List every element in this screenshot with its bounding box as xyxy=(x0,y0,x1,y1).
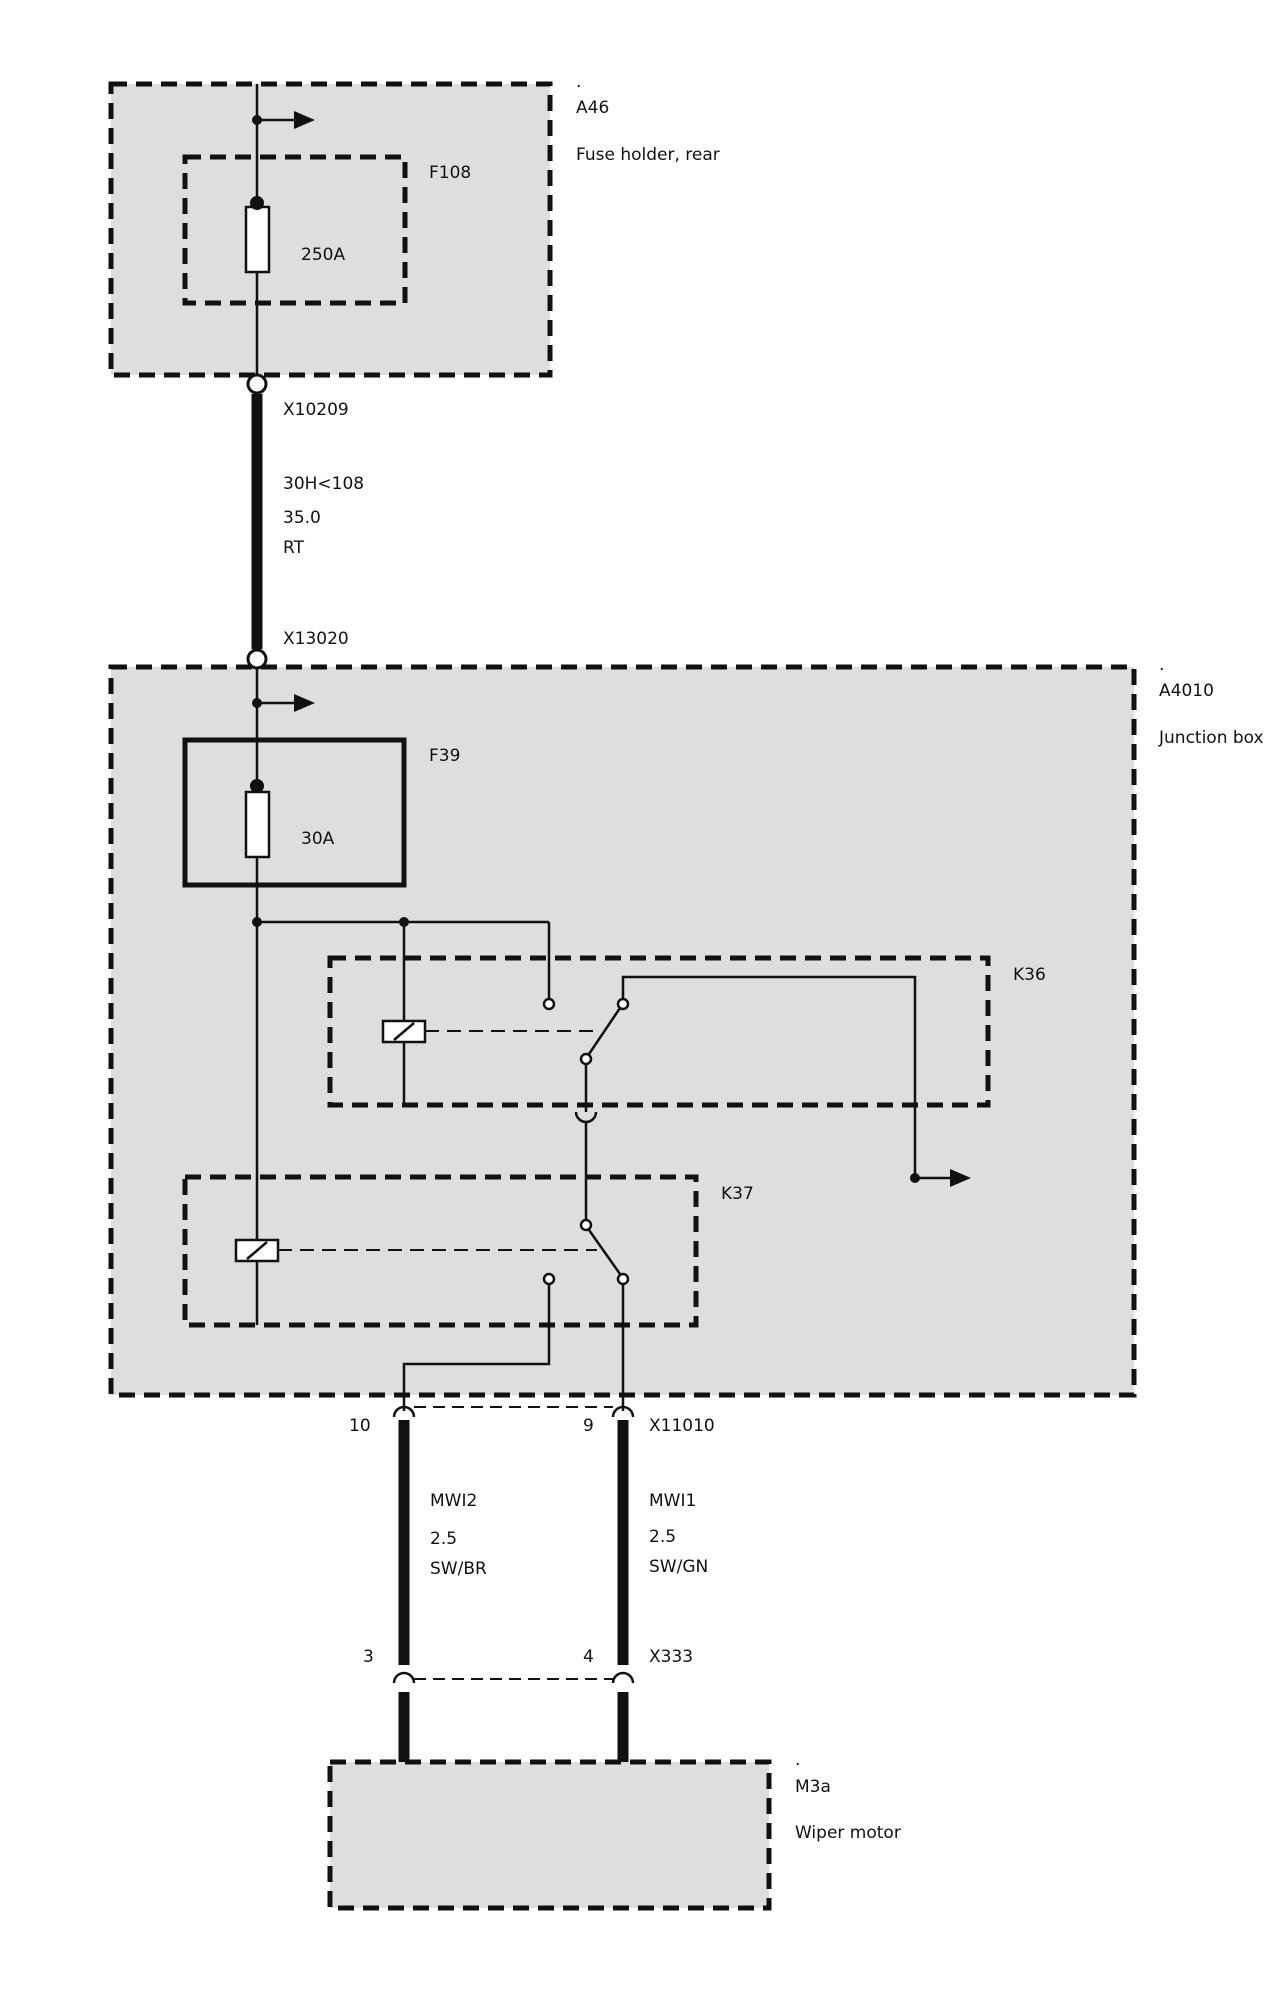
mwi1-size: 2.5 xyxy=(649,1527,676,1547)
a46-branch-arrow xyxy=(257,111,315,129)
k37-label: K37 xyxy=(721,1184,754,1204)
a46-label: A46 xyxy=(576,98,609,118)
k37-no-output-wire xyxy=(402,1284,551,1411)
k37-no-contact xyxy=(542,1272,556,1286)
x10209-terminal xyxy=(246,373,268,395)
k36-coil-symbol xyxy=(381,1019,427,1044)
x11010-pin-right: 9 xyxy=(583,1416,594,1436)
f108-label: F108 xyxy=(429,163,471,183)
main-feed-circuit: 30H<108 xyxy=(283,474,364,494)
f108-fuse-symbol xyxy=(244,196,271,274)
k36-box xyxy=(327,955,991,1108)
f39-label: F39 xyxy=(429,746,460,766)
k36-output-arrow xyxy=(915,1169,971,1187)
x333-pin-left: 3 xyxy=(363,1647,374,1667)
a4010-label: A4010 xyxy=(1159,681,1214,701)
x11010-label: X11010 xyxy=(649,1416,715,1436)
k36-switch-arm xyxy=(587,1007,622,1055)
x10209-label: X10209 xyxy=(283,400,349,420)
k37-nc-contact xyxy=(616,1272,630,1286)
a4010-dot: . xyxy=(1159,655,1164,675)
f39-rating: 30A xyxy=(301,829,335,849)
x333-pin4-socket xyxy=(611,1671,635,1684)
x11010-pin-left: 10 xyxy=(349,1416,371,1436)
k37-common-contact xyxy=(579,1218,593,1232)
f39-fuse-symbol xyxy=(244,779,271,859)
f39-fuse-block: F39 30A xyxy=(182,737,460,888)
m3a-name: Wiper motor xyxy=(795,1823,901,1843)
a46-fuse-holder: . A46 Fuse holder, rear F108 250A xyxy=(108,72,720,378)
mwi1-color: SW/GN xyxy=(649,1557,708,1577)
k36-label: K36 xyxy=(1013,965,1046,985)
m3a-box xyxy=(327,1759,772,1911)
k36-no-contact xyxy=(542,997,556,1011)
a4010-junction-box: . A4010 Junction box F39 30A K36 K37 xyxy=(108,655,1264,1398)
a46-dot: . xyxy=(576,72,581,92)
f108-rating: 250A xyxy=(301,245,345,265)
k37-switch-arm xyxy=(587,1229,622,1275)
k36-nc-contact xyxy=(616,997,630,1011)
mwi1-circuit: MWI1 xyxy=(649,1491,696,1511)
x333-label: X333 xyxy=(649,1647,693,1667)
a46-name: Fuse holder, rear xyxy=(576,145,720,165)
m3a-dot: . xyxy=(795,1750,800,1770)
f39-box xyxy=(182,737,407,888)
m3a-label: M3a xyxy=(795,1777,831,1797)
x11010-pin10-socket xyxy=(392,1405,416,1418)
f108-fuse-block: F108 250A xyxy=(182,154,471,306)
k37-box xyxy=(182,1174,699,1328)
x13020-terminal xyxy=(246,648,268,670)
a46-box xyxy=(108,81,553,378)
k37-relay: K37 xyxy=(182,1174,754,1328)
k36-common-contact xyxy=(579,1052,593,1066)
main-feed-color: RT xyxy=(283,538,305,558)
x333-pin3-socket xyxy=(392,1671,416,1684)
jb-branch-arrow xyxy=(257,694,315,712)
k36-output-wire xyxy=(621,975,917,1178)
f108-box xyxy=(182,154,408,306)
x13020-label: X13020 xyxy=(283,629,349,649)
x11010-connector: 10 9 X11010 xyxy=(349,1405,715,1436)
m3a-wiper-motor: . M3a Wiper motor xyxy=(327,1750,901,1911)
k37-coil-symbol xyxy=(234,1238,280,1263)
x333-pin-right: 4 xyxy=(583,1647,594,1667)
x11010-pin9-socket xyxy=(611,1405,635,1418)
mwi2-color: SW/BR xyxy=(430,1559,487,1579)
x333-connector: 3 4 X333 xyxy=(363,1647,693,1684)
mwi2-size: 2.5 xyxy=(430,1529,457,1549)
k36-relay: K36 xyxy=(327,955,1046,1108)
a4010-name: Junction box xyxy=(1158,728,1264,748)
main-feed-size: 35.0 xyxy=(283,508,321,528)
mwi2-circuit: MWI2 xyxy=(430,1491,477,1511)
